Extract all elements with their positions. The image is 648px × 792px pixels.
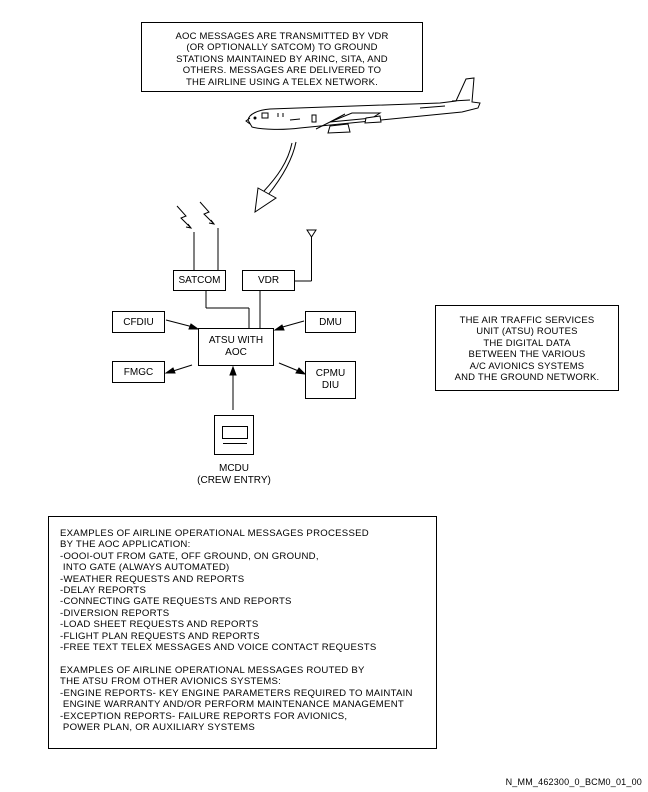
mcdu-label: MCDU (CREW ENTRY)	[197, 463, 271, 486]
figure-reference: N_MM_462300_0_BCM0_01_00	[505, 777, 642, 787]
atsu-unit: ATSU WITH AOC	[198, 328, 274, 366]
mcdu-screen	[222, 426, 248, 439]
data-flow-arrows	[164, 319, 307, 410]
bus-wiring	[205, 291, 261, 328]
satcom-unit: SATCOM	[173, 270, 226, 291]
dmu-unit: DMU	[305, 311, 356, 333]
mcdu-unit	[214, 415, 254, 455]
vdr-unit: VDR	[242, 270, 295, 291]
cpmu-diu-label: CPMU DIU	[315, 368, 346, 391]
downlink-signal-arrow	[254, 141, 297, 214]
cfdiu-unit: CFDIU	[112, 311, 165, 333]
operational-messages-text: EXAMPLES OF AIRLINE OPERATIONAL MESSAGES…	[60, 528, 413, 733]
vdr-antenna-icon	[295, 229, 317, 282]
atsu-routing-note-text: THE AIR TRAFFIC SERVICES UNIT (ATSU) ROU…	[454, 315, 600, 384]
dmu-label: DMU	[319, 317, 342, 328]
aoc-transmission-note: AOC MESSAGES ARE TRANSMITTED BY VDR (OR …	[141, 22, 423, 92]
satcom-label: SATCOM	[178, 275, 221, 286]
fmgc-label: FMGC	[123, 367, 154, 378]
fmgc-unit: FMGC	[112, 361, 165, 383]
cpmu-diu-unit: CPMU DIU	[305, 361, 356, 399]
mcdu-keypad-line	[223, 443, 247, 444]
satcom-antenna-icon	[176, 201, 219, 270]
atsu-routing-note: THE AIR TRAFFIC SERVICES UNIT (ATSU) ROU…	[435, 305, 619, 391]
aircraft-icon	[245, 77, 481, 134]
aoc-transmission-note-text: AOC MESSAGES ARE TRANSMITTED BY VDR (OR …	[175, 31, 389, 88]
cfdiu-label: CFDIU	[123, 317, 154, 328]
operational-messages-examples: EXAMPLES OF AIRLINE OPERATIONAL MESSAGES…	[48, 516, 437, 749]
atsu-label: ATSU WITH AOC	[208, 335, 264, 358]
vdr-label: VDR	[257, 275, 280, 286]
